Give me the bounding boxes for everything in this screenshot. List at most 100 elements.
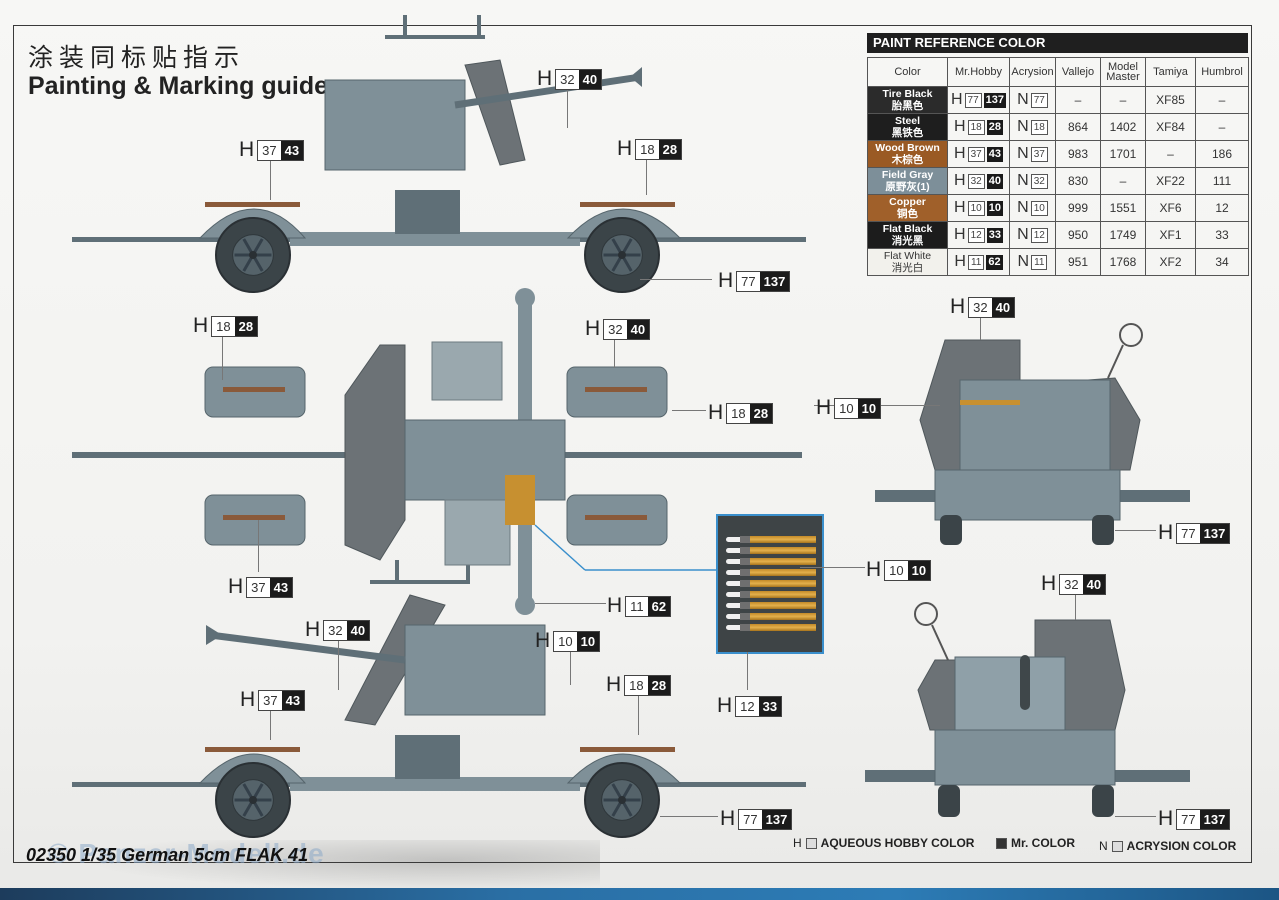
aqueous-code: 32 <box>556 69 579 89</box>
mr-color-code: 43 <box>281 690 305 710</box>
cartridge-tip <box>726 592 740 597</box>
leader-line <box>258 520 259 572</box>
cartridge <box>726 569 818 576</box>
mr-color-code: 43 <box>280 140 304 160</box>
n-prefix: N <box>1017 253 1030 270</box>
chassis-beam <box>290 232 580 246</box>
acrysion-code: 77 <box>1030 92 1048 108</box>
front-wheel <box>1092 785 1114 817</box>
leader-line <box>800 567 865 568</box>
cartridge <box>726 547 818 554</box>
legend-h-prefix: H <box>793 836 802 850</box>
n-prefix: N <box>1017 91 1029 108</box>
wood-plank <box>585 515 647 520</box>
mr-color-code: 137 <box>761 809 792 829</box>
wood-plank <box>223 387 285 392</box>
leader-line <box>567 90 568 128</box>
aqueous-code: 18 <box>212 316 235 336</box>
leader-line <box>672 410 706 411</box>
cartridge-band <box>740 547 750 554</box>
sight-post <box>466 560 470 582</box>
cartridge <box>726 580 818 587</box>
rear-wheel <box>940 515 962 545</box>
sight-post <box>477 15 481 37</box>
acrysion-code: 37 <box>1030 146 1048 162</box>
cartridge-band <box>740 536 750 543</box>
mr-color-code: 137 <box>1199 809 1230 829</box>
leader-line <box>614 340 615 368</box>
color-name-cn: 消光黑 <box>891 235 924 247</box>
sight-bar <box>385 35 485 39</box>
cartridge-tip <box>726 548 740 553</box>
cartridge-band <box>740 613 750 620</box>
cartridge-case <box>750 602 816 609</box>
cartridge-case <box>750 613 816 620</box>
aqueous-code: 32 <box>1060 574 1083 594</box>
aqueous-code: 18 <box>636 139 659 159</box>
aqueous-code: 10 <box>967 200 985 216</box>
cartridge-tip <box>726 570 740 575</box>
model-master-cell: 1768 <box>1100 248 1146 276</box>
wheel-center <box>618 251 626 259</box>
leader-line <box>338 640 339 690</box>
rear-lower-body <box>934 469 1121 521</box>
aqueous-code: 12 <box>736 696 759 716</box>
sight-post <box>403 15 407 37</box>
tamiya-cell: – <box>1145 140 1196 168</box>
h-prefix: H <box>954 226 966 243</box>
h-prefix: H <box>606 673 622 696</box>
vallejo-cell: – <box>1055 86 1101 114</box>
barrel-end <box>1020 655 1030 710</box>
mr-color-swatch-icon <box>996 837 1007 849</box>
n-prefix: N <box>1017 172 1029 189</box>
h-prefix: H <box>585 317 601 340</box>
aqueous-code: 37 <box>247 577 270 597</box>
h-prefix: H <box>950 295 966 318</box>
mr-color-code: 40 <box>986 173 1003 189</box>
aqueous-code: 37 <box>258 140 281 160</box>
color-name-cn: 黑铁色 <box>891 127 924 139</box>
model-master-cell: – <box>1100 86 1146 114</box>
h-prefix: H <box>617 137 633 160</box>
leader-line <box>1075 595 1076 620</box>
inset-pointer <box>534 524 586 571</box>
aqueous-code: 32 <box>604 319 627 339</box>
leader-line <box>570 650 571 685</box>
col-header: Mr.Hobby <box>947 57 1010 87</box>
mr-color-code: 62 <box>647 596 671 616</box>
color-name: Field Gray <box>881 169 934 181</box>
h-prefix: H <box>239 138 255 161</box>
cartridge-tip <box>726 603 740 608</box>
h-prefix: H <box>1158 807 1174 830</box>
legend-aqueous: H AQUEOUS HOBBY COLOR <box>793 836 974 850</box>
paint-table: Color Mr.Hobby Acrysion Vallejo Model Ma… <box>867 57 1249 276</box>
paint-table-header: Color Mr.Hobby Acrysion Vallejo Model Ma… <box>867 57 1249 87</box>
acrysion-code: 12 <box>1030 227 1048 243</box>
n-prefix: N <box>1017 226 1029 243</box>
aqueous-code: 37 <box>259 690 282 710</box>
front-wheel <box>938 785 960 817</box>
barrel <box>209 631 406 664</box>
humbrol-cell: – <box>1195 113 1249 141</box>
